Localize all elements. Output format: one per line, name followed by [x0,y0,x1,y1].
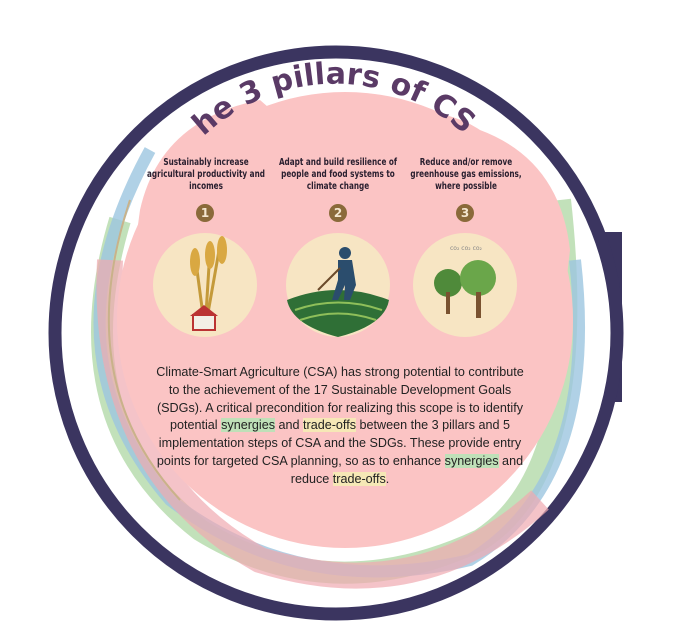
pillar-3-badge: 3 [456,204,474,222]
swirl-tan [107,199,181,501]
body-part: and reduce [290,453,524,486]
pillar-2-badge: 2 [329,204,347,222]
pillar-2-text: Adapt and build resilience of people and… [278,157,398,192]
pillar-1-badge: 1 [196,204,214,222]
description-text: Climate-Smart Agriculture (CSA) has stro… [150,364,530,489]
body-part: and [275,418,304,433]
tree-icon: co₂ co₂ co₂ [413,233,517,337]
swirl-pink [96,259,549,589]
pillar-1-text: Sustainably increase agricultural produc… [147,157,265,192]
svg-text:co₂ co₂ co₂: co₂ co₂ co₂ [450,245,483,252]
wheat-icon [153,233,257,337]
pillar-3-text: Reduce and/or remove greenhouse gas emis… [410,157,522,192]
body-part: Climate-Smart Agriculture (CSA) has stro… [156,365,524,433]
highlight-synergies: synergies [221,418,275,433]
highlight-trade-offs: trade-offs [332,471,386,486]
highlight-trade-offs: trade-offs [303,418,356,433]
body-part: between the 3 pillars and 5 implementati… [156,418,522,468]
farmer-icon [286,233,390,337]
highlight-synergies: synergies [444,453,499,468]
body-part: . [385,471,390,486]
